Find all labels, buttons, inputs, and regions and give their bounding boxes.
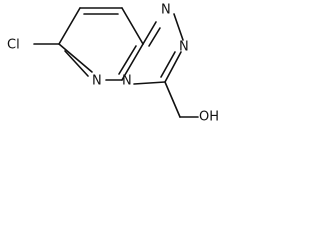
triazole-upper-nitrogen-label: N	[161, 3, 171, 18]
bond-c8a-n1	[142, 21, 157, 45]
bond-c8a-n4	[121, 43, 144, 81]
bond-n2-c3	[164, 51, 182, 83]
triazole-ring	[133, 13, 184, 85]
bond-c3-ch2	[164, 81, 181, 118]
bond-c8-c8a	[121, 7, 144, 45]
bond-n1-n2	[173, 13, 184, 41]
bond-n5-c6	[58, 43, 93, 73]
bond-c8a-n4-double	[118, 45, 137, 75]
bridgehead-nitrogen-label: N	[122, 74, 132, 89]
triazole-lower-nitrogen-label: N	[179, 40, 189, 55]
pyridazine-ring	[58, 7, 144, 81]
bond-c8a-n1-double	[148, 27, 161, 47]
chlorine-atom-label: Cl	[7, 38, 20, 53]
pyridazine-nitrogen-label: N	[92, 74, 102, 89]
bond-n5-c6-double	[64, 50, 89, 77]
chemical-structure: Cl N N N N OH	[7, 3, 219, 125]
bond-n2-c3-double	[160, 51, 176, 78]
hydroxyl-label: OH	[199, 110, 219, 125]
substituent-bonds	[33, 43, 199, 118]
bond-c3-n4	[133, 81, 166, 85]
bond-c6-c7	[58, 7, 81, 45]
